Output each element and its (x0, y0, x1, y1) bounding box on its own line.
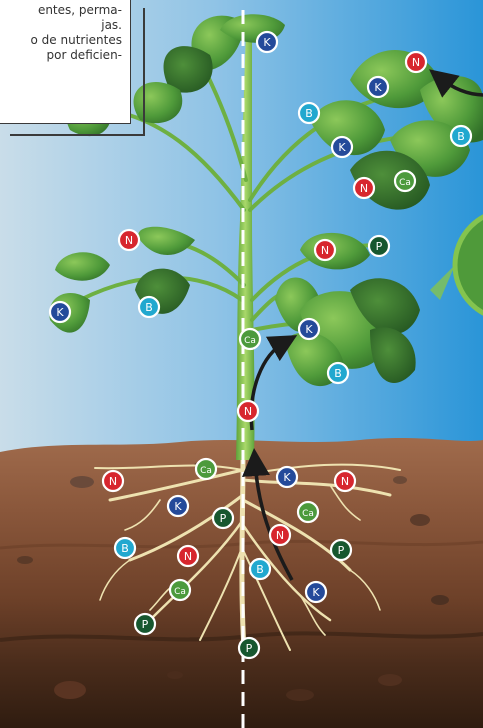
nutrient-badge-n: N (178, 546, 198, 566)
nutrient-badge-k: K (368, 77, 388, 97)
nutrient-badge-k: K (257, 32, 277, 52)
nutrient-badge-k: K (277, 467, 297, 487)
nutrient-badge-ca: Ca (240, 329, 260, 349)
badge-label: P (338, 544, 345, 557)
badge-label: P (376, 240, 383, 253)
badge-label: N (276, 529, 284, 542)
nutrient-badge-b: B (115, 538, 135, 558)
nutrient-badge-p: P (239, 638, 259, 658)
badge-label: B (256, 563, 264, 576)
badge-label: N (244, 405, 252, 418)
badge-label: K (338, 141, 346, 154)
nutrient-badge-k: K (332, 137, 352, 157)
nutrient-badge-n: N (354, 178, 374, 198)
nutrient-badge-n: N (406, 52, 426, 72)
nutrient-badge-b: B (139, 297, 159, 317)
nutrient-badge-ca: Ca (170, 580, 190, 600)
nutrient-badge-b: B (328, 363, 348, 383)
badge-label: N (360, 182, 368, 195)
badge-label: N (125, 234, 133, 247)
nutrient-badge-b: B (451, 126, 471, 146)
badge-label: Ca (200, 466, 212, 476)
badge-label: B (305, 107, 313, 120)
nutrient-badge-n: N (103, 471, 123, 491)
badge-label: Ca (399, 178, 411, 188)
nutrient-badge-n: N (238, 401, 258, 421)
nutrient-badge-k: K (306, 582, 326, 602)
badge-label: K (283, 471, 291, 484)
badge-label: P (142, 618, 149, 631)
badge-label: N (412, 56, 420, 69)
badge-label: Ca (302, 509, 314, 519)
nutrient-badge-ca: Ca (298, 502, 318, 522)
badge-label: N (184, 550, 192, 563)
badge-label: B (457, 130, 465, 143)
nutrient-badge-p: P (135, 614, 155, 634)
badge-label: K (263, 36, 271, 49)
badge-label: K (305, 323, 313, 336)
badge-label: B (334, 367, 342, 380)
caption-line-2: jas. (3, 18, 122, 33)
badge-label: P (246, 642, 253, 655)
badge-label: K (374, 81, 382, 94)
nutrient-badge-p: P (331, 540, 351, 560)
nutrient-badge-b: B (299, 103, 319, 123)
badge-label: B (145, 301, 153, 314)
nutrient-badge-p: P (369, 236, 389, 256)
badge-label: K (312, 586, 320, 599)
nutrient-badge-k: K (299, 319, 319, 339)
badge-label: B (121, 542, 129, 555)
nutrient-badge-p: P (213, 508, 233, 528)
nutrient-badge-n: N (315, 240, 335, 260)
nutrient-badge-n: N (119, 230, 139, 250)
nutrient-badge-n: N (335, 471, 355, 491)
badge-label: N (109, 475, 117, 488)
caption-box: entes, perma- jas. o de nutrientes por d… (0, 0, 131, 124)
badge-label: K (56, 306, 64, 319)
badge-label: P (220, 512, 227, 525)
nutrient-badge-ca: Ca (395, 171, 415, 191)
badge-label: N (321, 244, 329, 257)
caption-line-1: entes, perma- (3, 3, 122, 18)
badge-label: N (341, 475, 349, 488)
nutrient-badge-b: B (250, 559, 270, 579)
nutrient-badge-ca: Ca (196, 459, 216, 479)
badge-label: Ca (244, 336, 256, 346)
nutrient-badge-k: K (168, 496, 188, 516)
caption-line-3: o de nutrientes (3, 33, 122, 48)
nutrient-badge-n: N (270, 525, 290, 545)
caption-line-4: por deficien- (3, 48, 122, 63)
badge-label: Ca (174, 587, 186, 597)
badge-label: K (174, 500, 182, 513)
nutrient-badge-k: K (50, 302, 70, 322)
